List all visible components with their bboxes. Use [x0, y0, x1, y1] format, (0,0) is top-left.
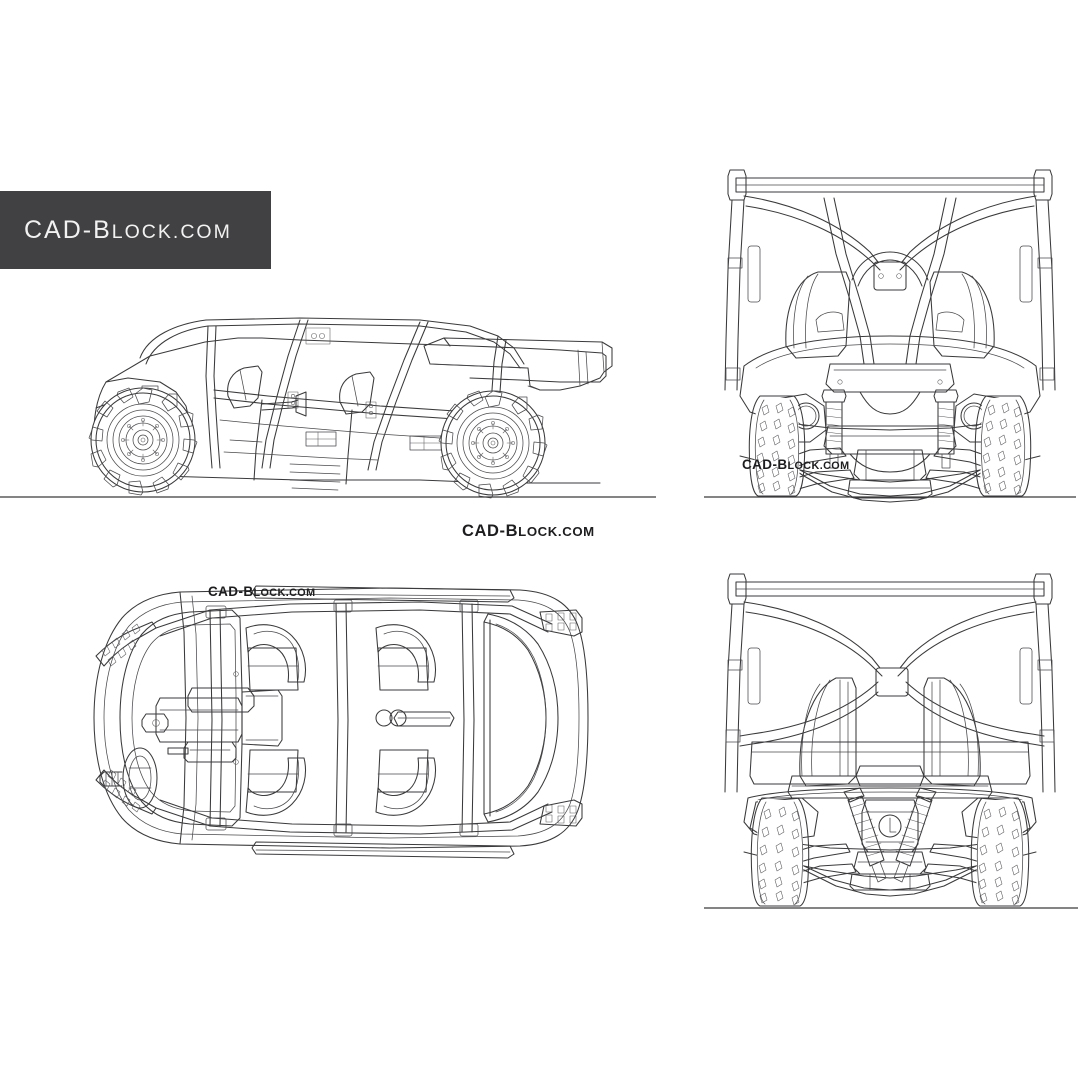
- front-seats: [785, 271, 995, 359]
- view-rear-elevation: [700, 560, 1080, 920]
- watermark-badge: CAD-BLOCK.COM: [0, 191, 271, 269]
- top-body-outline: [93, 587, 589, 849]
- front-cage-uprights: [724, 199, 1056, 391]
- watermark-front-view: CAD-BLOCK.COM: [742, 457, 850, 472]
- top-rear-fenders: [539, 609, 583, 827]
- side-cargo-bed: [423, 337, 613, 391]
- front-cage-brace: [743, 195, 1037, 291]
- rear-right-shock: [893, 787, 937, 883]
- rear-roof: [727, 573, 1053, 605]
- rear-cage-x-brace: [739, 601, 1045, 747]
- rear-cargo-box: [749, 741, 1031, 799]
- rear-cage-uprights: [724, 603, 1056, 793]
- side-front-tire-tread: [88, 387, 198, 496]
- top-roll-cage: [155, 591, 553, 845]
- rear-left-shock: [843, 787, 887, 883]
- front-headrests: [815, 311, 965, 333]
- front-roof: [727, 169, 1053, 201]
- top-bumpers: [251, 585, 515, 859]
- top-center-console: [141, 687, 255, 763]
- side-roll-cage: [139, 317, 525, 471]
- view-front-elevation: [700, 150, 1080, 510]
- watermark-side-view: CAD-BLOCK.COM: [462, 522, 595, 540]
- view-side-elevation: [0, 150, 680, 510]
- top-cargo-bed: [483, 613, 559, 823]
- side-seats: [227, 365, 375, 415]
- front-left-tire: [748, 395, 806, 497]
- rear-differential: [849, 799, 931, 891]
- rear-suspension-arms: [767, 843, 1013, 891]
- front-inner-hoops: [823, 197, 957, 365]
- side-steering-wheel: [261, 391, 307, 417]
- front-right-shock: [933, 389, 959, 469]
- rear-right-tire: [970, 797, 1030, 907]
- side-rear-wheel: [438, 390, 548, 499]
- view-top-plan: [60, 570, 620, 870]
- top-hood: [119, 609, 283, 827]
- front-left-shock: [821, 389, 847, 469]
- top-front-seats: [245, 624, 307, 816]
- rear-seat-backs: [799, 677, 981, 787]
- front-right-tire: [974, 395, 1032, 497]
- rear-left-tire: [750, 797, 810, 907]
- side-front-wheel: [88, 387, 198, 496]
- top-rear-seats: [375, 624, 437, 816]
- watermark-badge-text: CAD-BLOCK.COM: [24, 215, 232, 244]
- top-front-fenders: [95, 621, 157, 815]
- watermark-top-view: CAD-BLOCK.COM: [208, 584, 316, 599]
- side-rear-tire-tread: [438, 390, 548, 499]
- top-rear-latch: [375, 709, 455, 727]
- front-skid-plate: [847, 449, 933, 499]
